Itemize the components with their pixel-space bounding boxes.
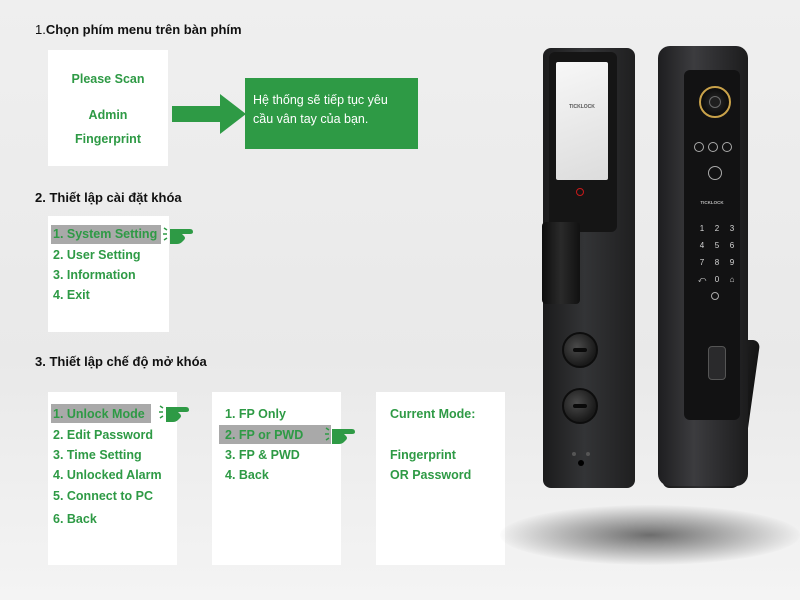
- menu-item-user-setting[interactable]: 2. User Setting: [53, 248, 141, 262]
- screw-hole: [572, 452, 576, 456]
- key-2[interactable]: 2: [714, 224, 720, 233]
- sensor-icon: [722, 142, 732, 152]
- knob-slot: [573, 404, 587, 408]
- menu-item-unlock-mode[interactable]: 1. Unlock Mode: [53, 407, 145, 421]
- pointing-hand-icon: [163, 227, 193, 244]
- key-home[interactable]: ⌂: [729, 275, 735, 284]
- menu-item-back[interactable]: 6. Back: [53, 512, 97, 526]
- scan-line-1: Please Scan: [71, 72, 145, 86]
- menu-item-time-setting[interactable]: 3. Time Setting: [53, 448, 142, 462]
- key-5[interactable]: 5: [714, 241, 720, 250]
- selection-highlight: [51, 225, 161, 244]
- arrow-right-icon: [172, 94, 246, 134]
- unlock-menu-screen: 1. Unlock Mode 2. Edit Password 3. Time …: [48, 392, 177, 565]
- key-6[interactable]: 6: [729, 241, 735, 250]
- key-back[interactable]: ⤺: [697, 275, 707, 284]
- lock-settings-screen: 1. System Setting 2. User Setting 3. Inf…: [48, 216, 169, 332]
- callout-box: Hệ thống sẽ tiếp tục yêu cầu vân tay của…: [245, 78, 418, 149]
- step3-title: 3. Thiết lập chế độ mở khóa: [35, 354, 207, 369]
- key-4[interactable]: 4: [699, 241, 705, 250]
- sensor-icon: [694, 142, 704, 152]
- screw-hole: [586, 452, 590, 456]
- menu-item-edit-password[interactable]: 2. Edit Password: [53, 428, 154, 442]
- menu-item-connect-pc[interactable]: 5. Connect to PC: [53, 489, 154, 503]
- key-8[interactable]: 8: [714, 258, 720, 267]
- lock-knob-lower: [562, 388, 598, 424]
- step1-number: 1.: [35, 22, 46, 37]
- lock-icon: [711, 292, 719, 300]
- current-mode-line-2: OR Password: [390, 468, 472, 482]
- knob-slot: [573, 348, 587, 352]
- scan-line-2: Admin: [88, 108, 128, 122]
- current-mode-screen: Current Mode: Fingerprint OR Password: [376, 392, 505, 565]
- selection-highlight: [51, 404, 151, 423]
- pointing-hand-icon: [325, 427, 355, 444]
- step1-title-text: Chọn phím menu trên bàn phím: [45, 22, 242, 37]
- power-icon: [576, 188, 584, 196]
- option-fp-only[interactable]: 1. FP Only: [225, 407, 286, 421]
- sensor-icon: [708, 142, 718, 152]
- unlock-mode-options-screen: 1. FP Only 2. FP or PWD 3. FP & PWD 4. B…: [212, 392, 341, 565]
- menu-item-information[interactable]: 3. Information: [53, 268, 136, 282]
- menu-item-system-setting[interactable]: 1. System Setting: [53, 227, 158, 241]
- camera-lens: [709, 96, 721, 108]
- selection-highlight: [219, 425, 331, 444]
- fingerprint-sensor-icon: [708, 346, 726, 380]
- key-1[interactable]: 1: [699, 224, 705, 233]
- step2-title: 2. Thiết lập cài đặt khóa: [35, 190, 182, 205]
- admin-scan-screen: Please Scan Admin Fingerprint: [48, 50, 168, 166]
- scan-line-3: Fingerprint: [75, 132, 141, 146]
- key-9[interactable]: 9: [729, 258, 735, 267]
- option-back[interactable]: 4. Back: [225, 468, 269, 482]
- lock-handle: [542, 222, 580, 304]
- key-0[interactable]: 0: [714, 275, 720, 284]
- lock-display: [556, 62, 608, 180]
- current-mode-heading: Current Mode:: [390, 407, 476, 421]
- current-mode-line-1: Fingerprint: [390, 448, 456, 462]
- lock-brand-front: TICKLOCK: [569, 104, 595, 110]
- key-3[interactable]: 3: [729, 224, 735, 233]
- menu-item-exit[interactable]: 4. Exit: [53, 288, 90, 302]
- lock-brand-side: TICKLOCK: [700, 200, 724, 205]
- product-shadow: [500, 505, 800, 565]
- option-fp-and-pwd[interactable]: 3. FP & PWD: [225, 448, 300, 462]
- callout-text: Hệ thống sẽ tiếp tục yêu cầu vân tay của…: [253, 93, 388, 126]
- doorbell-icon: [708, 166, 722, 180]
- keyhole-icon: [578, 460, 584, 466]
- step1-title: 1.Chọn phím menu trên bàn phím: [35, 22, 242, 37]
- menu-item-unlocked-alarm[interactable]: 4. Unlocked Alarm: [53, 468, 162, 482]
- pointing-hand-icon: [159, 405, 189, 422]
- option-fp-or-pwd[interactable]: 2. FP or PWD: [225, 428, 304, 442]
- key-7[interactable]: 7: [699, 258, 705, 267]
